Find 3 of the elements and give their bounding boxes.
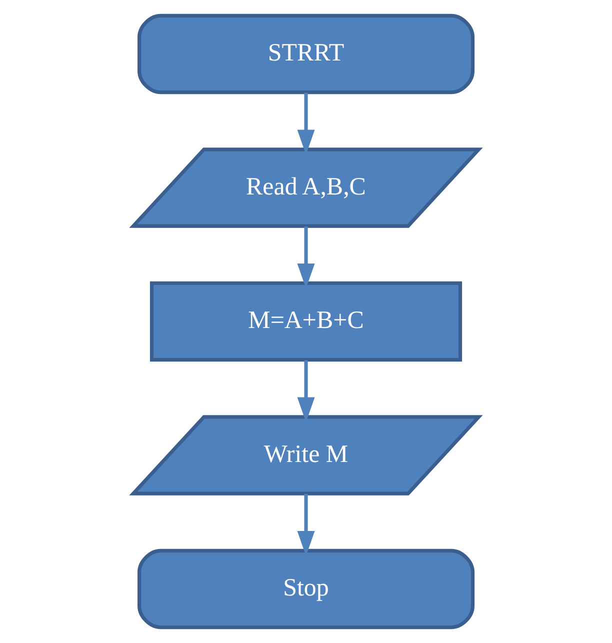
- node-box: Stop: [137, 548, 475, 630]
- node-box: STRRT: [137, 14, 475, 94]
- node-box: M=A+B+C: [150, 281, 462, 362]
